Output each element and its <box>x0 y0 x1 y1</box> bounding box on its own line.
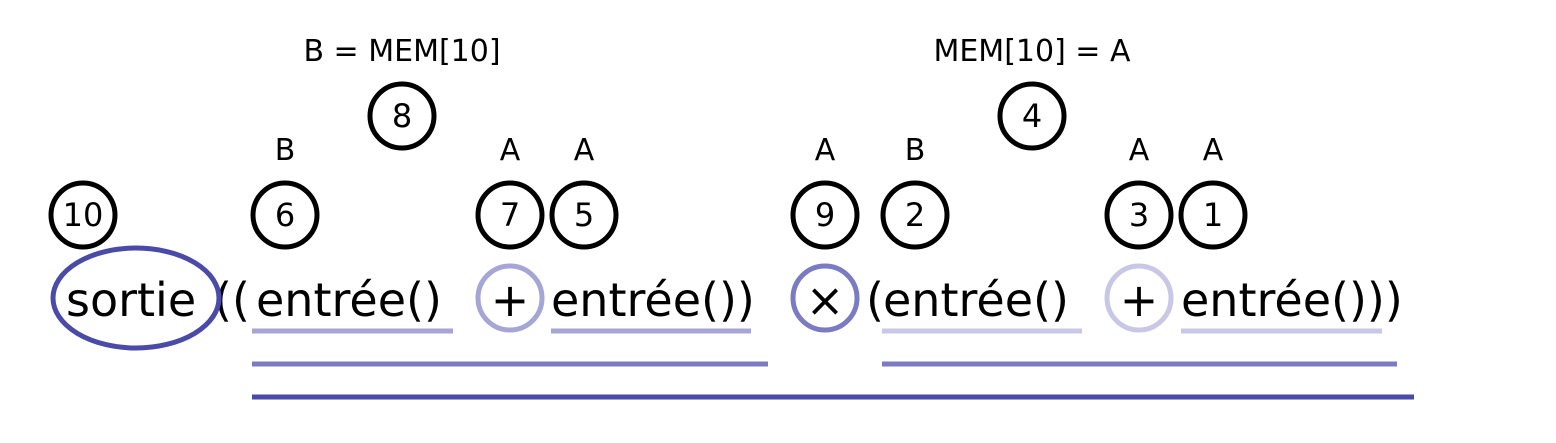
expr-op-mul: × <box>806 273 845 327</box>
expr-output-call: sortie <box>66 273 196 327</box>
step-number: 1 <box>1203 196 1223 234</box>
expr-input-1: entrée() <box>256 273 442 327</box>
step-marker: 5 <box>549 180 619 250</box>
expr-open-paren-right: ( <box>866 273 884 327</box>
expr-op-add-1: + <box>491 273 530 327</box>
expr-input-2: entrée()) <box>551 273 755 327</box>
step-number: 9 <box>815 196 835 234</box>
step-marker: 9 <box>790 180 860 250</box>
register-label: B <box>275 133 296 168</box>
step-marker: 1 <box>1178 180 1248 250</box>
step-number: 3 <box>1129 196 1149 234</box>
step-marker: 4 <box>997 81 1067 151</box>
step-number: 4 <box>1022 97 1042 135</box>
step-marker: 8 <box>367 81 437 151</box>
register-label: A <box>500 133 521 168</box>
step-marker: 2 <box>880 180 950 250</box>
op-mul-highlight <box>790 263 860 333</box>
step-number: 8 <box>392 97 412 135</box>
op-add-2-highlight <box>1104 263 1174 333</box>
step-marker: 6 <box>250 180 320 250</box>
register-label: B <box>905 133 926 168</box>
step-number: 10 <box>63 196 104 234</box>
expr-op-add-2: + <box>1120 273 1159 327</box>
step-marker: 3 <box>1104 180 1174 250</box>
step-marker: 10 <box>48 180 118 250</box>
output-call-highlight <box>50 245 222 351</box>
register-label: A <box>1129 133 1150 168</box>
step-number: 2 <box>905 196 925 234</box>
step-number: 5 <box>574 196 594 234</box>
note-right-memory: MEM[10] = A <box>933 34 1131 69</box>
step-number: 6 <box>275 196 295 234</box>
step-number: 7 <box>500 196 520 234</box>
register-label: A <box>815 133 836 168</box>
step-marker: 7 <box>475 180 545 250</box>
expr-input-4: entrée())) <box>1181 273 1403 327</box>
register-label: A <box>1203 133 1224 168</box>
op-add-1-highlight <box>475 263 545 333</box>
expr-input-3: entrée() <box>883 273 1069 327</box>
register-label: A <box>574 133 595 168</box>
note-left-memory: B = MEM[10] <box>303 34 500 69</box>
